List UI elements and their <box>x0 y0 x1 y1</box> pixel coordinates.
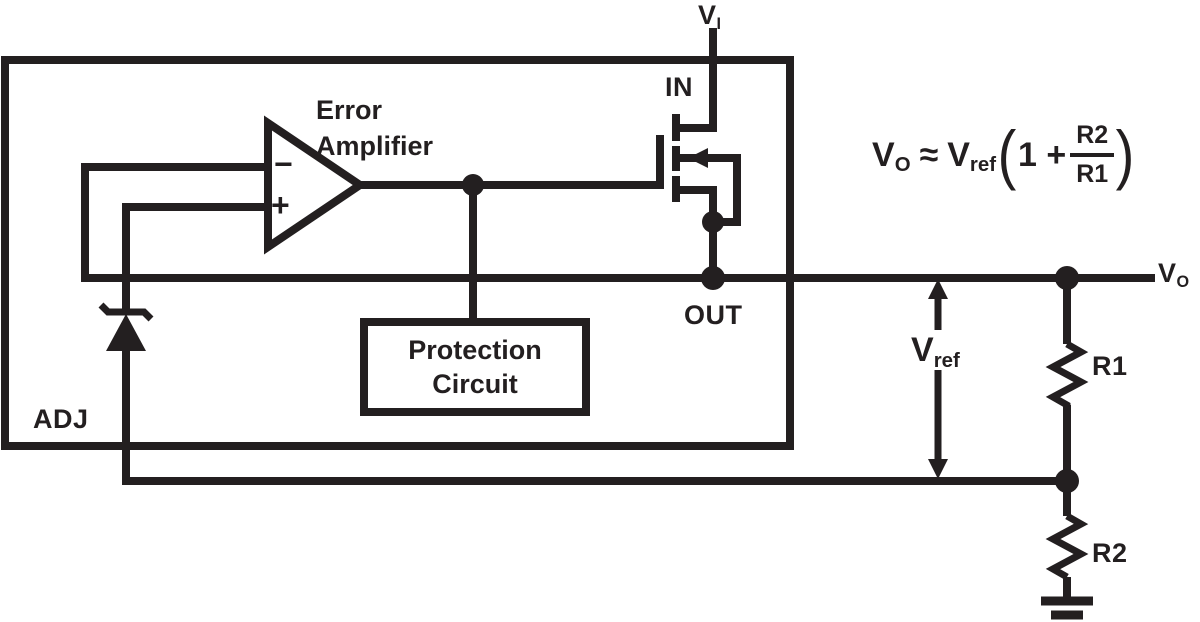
formula-term: 1 + <box>1017 135 1067 174</box>
vref-arrowhead-down-icon <box>928 459 948 479</box>
output-voltage-formula: VO ≈ Vref ( 1 + R2 R1 ) <box>872 118 1136 192</box>
resistor-r2-icon <box>1045 512 1089 581</box>
r1-label: R1 <box>1092 351 1128 381</box>
formula-rhs: Vref <box>947 135 996 177</box>
opamp-plus-input-label: + <box>271 187 290 223</box>
formula-relation: ≈ <box>919 135 939 174</box>
junction-dot-body-tie <box>702 211 724 233</box>
fraction-numerator: R2 <box>1076 121 1109 149</box>
wire-feedback-out <box>81 163 1155 282</box>
zener-cathode-bar <box>98 302 154 322</box>
ic-boundary-box <box>1 56 794 450</box>
junction-dot-vo-node <box>1055 266 1079 290</box>
vi-net-label: VI <box>698 0 722 33</box>
wire-vi-drain <box>676 28 717 132</box>
formula-fraction: R2 R1 <box>1070 121 1115 189</box>
formula-lhs: VO <box>872 135 911 177</box>
zener-diode-icon <box>106 314 146 351</box>
vref-label: Vref <box>911 331 960 372</box>
vo-net-label: VO <box>1158 258 1190 291</box>
in-pin-label: IN <box>665 72 693 102</box>
ground-icon <box>1041 596 1093 620</box>
junction-dot-out-node <box>701 266 725 290</box>
fraction-bar <box>1070 153 1115 157</box>
adj-pin-label: ADJ <box>33 404 89 434</box>
r2-label: R2 <box>1092 538 1128 568</box>
protection-circuit-label: Protection Circuit <box>408 335 542 399</box>
opamp-minus-input-label: − <box>274 146 293 182</box>
out-pin-label: OUT <box>684 300 743 330</box>
wire-adj-feedback <box>122 351 1067 485</box>
resistor-r1-icon <box>1045 340 1089 409</box>
formula-open-paren: ( <box>997 117 1017 192</box>
pmos-source-wire <box>676 186 717 278</box>
junction-dot-divider-tap <box>1055 469 1079 493</box>
pmos-body-arrow-icon <box>688 148 708 168</box>
error-amplifier-label: Error Amplifier <box>316 95 434 161</box>
formula-close-paren: ) <box>1115 117 1135 192</box>
fraction-denominator: R1 <box>1076 160 1109 188</box>
wire-noninverting-to-ref <box>122 203 268 310</box>
junction-dot-amp-output <box>462 174 484 196</box>
vref-arrowhead-up-icon <box>928 279 948 299</box>
pmos-pass-transistor-symbol <box>656 114 741 278</box>
error-amplifier-symbol <box>264 115 368 255</box>
